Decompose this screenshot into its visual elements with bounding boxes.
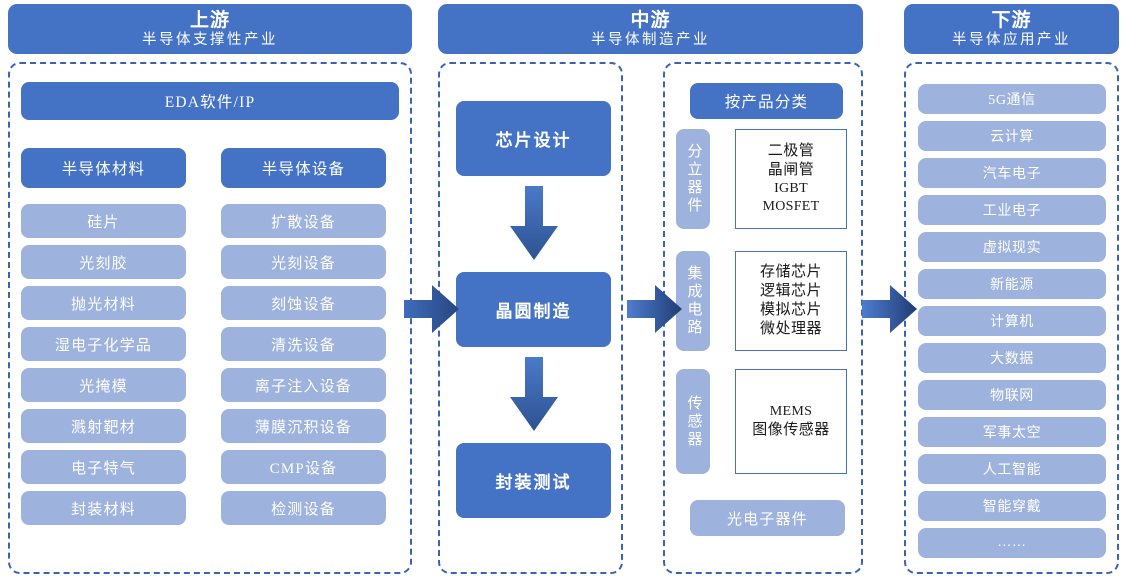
stage-header-downstream: 下游 半导体应用产业: [904, 4, 1119, 54]
process-step-wafer-manufacturing[interactable]: 晶圆制造: [456, 272, 611, 347]
semiconductor-equipment-header[interactable]: 半导体设备: [221, 148, 386, 188]
application-item[interactable]: 汽车电子: [918, 158, 1106, 188]
stage-subtitle: 半导体应用产业: [952, 31, 1071, 48]
application-item[interactable]: 智能穿戴: [918, 491, 1106, 521]
product-item: 微处理器: [759, 321, 822, 338]
product-group-label-discrete: 分立器件: [676, 129, 710, 229]
process-step-packaging-testing[interactable]: 封装测试: [456, 443, 611, 518]
application-item[interactable]: 新能源: [918, 269, 1106, 299]
product-item: MEMS: [769, 403, 813, 419]
equipment-item[interactable]: CMP设备: [221, 450, 386, 484]
application-item[interactable]: 大数据: [918, 343, 1106, 373]
equipment-item[interactable]: 检测设备: [221, 491, 386, 525]
semiconductor-materials-header[interactable]: 半导体材料: [21, 148, 186, 188]
arrow-down-icon: [510, 186, 558, 260]
application-item[interactable]: 计算机: [918, 306, 1106, 336]
material-item[interactable]: 电子特气: [21, 450, 186, 484]
arrow-right-icon: [404, 285, 459, 333]
material-item[interactable]: 封装材料: [21, 491, 186, 525]
stage-header-upstream: 上游 半导体支撑性产业: [8, 4, 412, 54]
material-item[interactable]: 光刻胶: [21, 245, 186, 279]
application-item[interactable]: 虚拟现实: [918, 232, 1106, 262]
application-item[interactable]: 工业电子: [918, 195, 1106, 225]
product-classification-header[interactable]: 按产品分类: [690, 83, 843, 119]
stage-title: 下游: [991, 10, 1032, 32]
stage-header-midstream: 中游 半导体制造产业: [438, 4, 863, 54]
arrow-right-icon: [627, 285, 682, 333]
application-item[interactable]: 物联网: [918, 380, 1106, 410]
eda-software-ip-box[interactable]: EDA软件/IP: [21, 82, 399, 120]
product-group-box-integrated-circuit: 存储芯片 逻辑芯片 模拟芯片 微处理器: [735, 251, 847, 351]
arrow-right-icon: [862, 285, 917, 333]
application-item[interactable]: 云计算: [918, 121, 1106, 151]
product-item: 存储芯片: [759, 263, 822, 280]
material-item[interactable]: 抛光材料: [21, 286, 186, 320]
product-item: 图像传感器: [752, 421, 830, 438]
equipment-item[interactable]: 清洗设备: [221, 327, 386, 361]
material-item[interactable]: 溅射靶材: [21, 409, 186, 443]
application-item[interactable]: 5G通信: [918, 84, 1106, 114]
stage-subtitle: 半导体制造产业: [591, 31, 710, 48]
equipment-item[interactable]: 刻蚀设备: [221, 286, 386, 320]
equipment-item[interactable]: 薄膜沉积设备: [221, 409, 386, 443]
stage-title: 上游: [189, 10, 230, 32]
application-item[interactable]: 军事太空: [918, 417, 1106, 447]
equipment-item[interactable]: 扩散设备: [221, 204, 386, 238]
material-item[interactable]: 光掩模: [21, 368, 186, 402]
material-item[interactable]: 硅片: [21, 204, 186, 238]
application-item[interactable]: 人工智能: [918, 454, 1106, 484]
product-item: IGBT: [774, 181, 808, 197]
process-step-chip-design[interactable]: 芯片设计: [456, 101, 611, 176]
stage-subtitle: 半导体支撑性产业: [142, 31, 278, 48]
product-item: 二极管: [767, 142, 815, 159]
product-group-box-sensor: MEMS 图像传感器: [735, 369, 847, 474]
material-item[interactable]: 湿电子化学品: [21, 327, 186, 361]
product-item: 模拟芯片: [759, 302, 822, 318]
product-item: 晶闸管: [767, 162, 815, 179]
product-group-box-discrete: 二极管 晶闸管 IGBT MOSFET: [735, 129, 847, 229]
product-item: MOSFET: [762, 199, 820, 215]
equipment-item[interactable]: 离子注入设备: [221, 368, 386, 402]
product-group-label-integrated-circuit: 集成电路: [676, 251, 710, 351]
application-item[interactable]: ……: [918, 528, 1106, 558]
product-group-label-sensor: 传感器: [676, 369, 710, 474]
stage-title: 中游: [630, 10, 671, 32]
equipment-item[interactable]: 光刻设备: [221, 245, 386, 279]
product-item: 逻辑芯片: [759, 282, 822, 299]
arrow-down-icon: [510, 357, 558, 431]
optoelectronic-devices-box[interactable]: 光电子器件: [690, 500, 845, 536]
